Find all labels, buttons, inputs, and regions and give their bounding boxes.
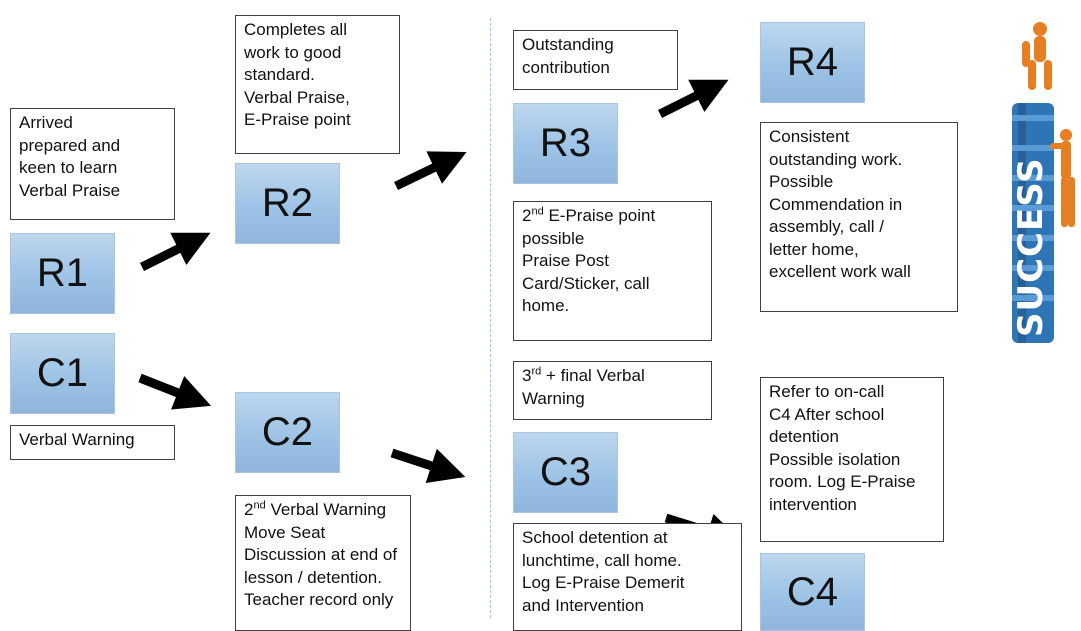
note-c2-ordinal: 2: [244, 500, 254, 519]
note-c2-suffix: nd: [253, 499, 266, 512]
divider-line: [490, 18, 491, 618]
note-r3-ordinal: 2: [522, 206, 532, 225]
arrow-c2-c3: [390, 448, 466, 483]
level-c2: C2: [235, 392, 340, 473]
note-r3-top: Outstanding contribution: [513, 30, 678, 90]
success-word-stack: [1012, 103, 1054, 343]
success-word: SUCCESS: [1011, 157, 1051, 337]
level-r2: R2: [235, 163, 340, 244]
note-c1: Verbal Warning: [10, 425, 175, 460]
note-c3-ordinal: 3: [522, 366, 532, 385]
level-r4: R4: [760, 22, 865, 103]
note-c2: 2nd Verbal Warning Move Seat Discussion …: [235, 495, 411, 631]
climbing-figure-bottom: [1050, 129, 1075, 227]
success-figures-illustration: SUCCESS: [1011, 22, 1075, 343]
level-r1: R1: [10, 233, 115, 314]
note-r3-bottom: 2nd E-Praise point possible Praise Post …: [513, 201, 712, 341]
arrow-r3-r4: [657, 79, 729, 119]
arrow-r1-r2: [139, 232, 211, 272]
arrow-c1-c2: [138, 373, 212, 410]
arrow-r2-r3: [394, 151, 467, 191]
level-c4: C4: [760, 553, 865, 631]
note-r4: Consistent outstanding work. Possible Co…: [760, 122, 958, 312]
level-c1: C1: [10, 333, 115, 414]
note-c3-top: 3rd + final Verbal Warning: [513, 361, 712, 420]
note-r1: Arrived prepared and keen to learn Verba…: [10, 108, 175, 220]
note-r3-suffix: nd: [531, 205, 544, 218]
climbing-figure-top: [1022, 22, 1052, 90]
level-c3: C3: [513, 432, 618, 513]
note-c2-text: Verbal Warning Move Seat Discussion at e…: [244, 500, 398, 609]
note-r3-text: E-Praise point possible Praise Post Card…: [522, 206, 656, 315]
note-c3-suffix: rd: [531, 365, 542, 378]
note-r2: Completes all work to good standard. Ver…: [235, 15, 400, 154]
note-c4: Refer to on-call C4 After school detenti…: [760, 377, 944, 542]
level-r3: R3: [513, 103, 618, 184]
note-c3-text: + final Verbal Warning: [522, 366, 645, 408]
note-c3-bottom: School detention at lunchtime, call home…: [513, 523, 742, 631]
